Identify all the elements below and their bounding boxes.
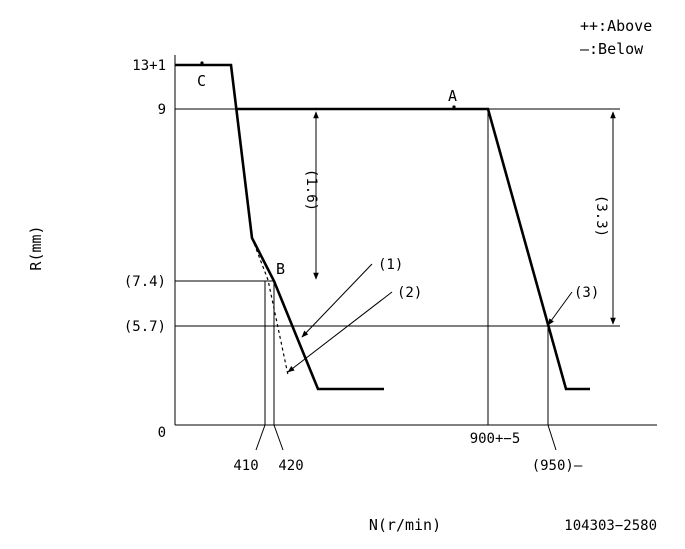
curve-right bbox=[236, 107, 590, 391]
y-axis-title: R(mm) bbox=[27, 225, 45, 270]
x-tick-900: 900+−5 bbox=[470, 431, 521, 447]
y-tick-9: 9 bbox=[158, 102, 166, 118]
point-c-dot bbox=[200, 61, 204, 65]
callout-3-label: (3) bbox=[574, 285, 599, 301]
y-tick-7-4: (7.4) bbox=[124, 274, 166, 290]
leader-420 bbox=[273, 424, 284, 451]
drawing-code: 104303−2580 bbox=[564, 518, 657, 534]
callout-2-label: (2) bbox=[397, 285, 422, 301]
legend-below: —:Below bbox=[580, 40, 644, 58]
point-b-label: B bbox=[276, 260, 285, 278]
callout-3-leader bbox=[547, 291, 573, 326]
curve-left bbox=[175, 63, 384, 391]
legend-above: ++:Above bbox=[580, 17, 652, 35]
x-axis-title: N(r/min) bbox=[369, 516, 441, 534]
x-tick-420: 420 bbox=[278, 458, 303, 474]
callout-1-leader bbox=[301, 263, 373, 338]
y-tick-0: 0 bbox=[158, 425, 166, 441]
curve-left-dashed bbox=[251, 237, 289, 376]
point-a-dot bbox=[452, 105, 456, 109]
dim-label-1-6: (1.6) bbox=[303, 169, 319, 211]
point-a-label: A bbox=[448, 87, 457, 105]
leader-410 bbox=[255, 424, 266, 451]
callout-2-leader bbox=[287, 291, 393, 373]
dim-label-3-3: (3.3) bbox=[593, 195, 609, 237]
point-c-label: C bbox=[197, 72, 206, 90]
callout-1-label: (1) bbox=[378, 257, 403, 273]
leader-950 bbox=[547, 424, 557, 451]
x-tick-410: 410 bbox=[233, 458, 258, 474]
y-tick-13: 13+1 bbox=[132, 58, 166, 74]
x-tick-950: (950)— bbox=[532, 458, 583, 474]
y-tick-5-7: (5.7) bbox=[124, 319, 166, 335]
